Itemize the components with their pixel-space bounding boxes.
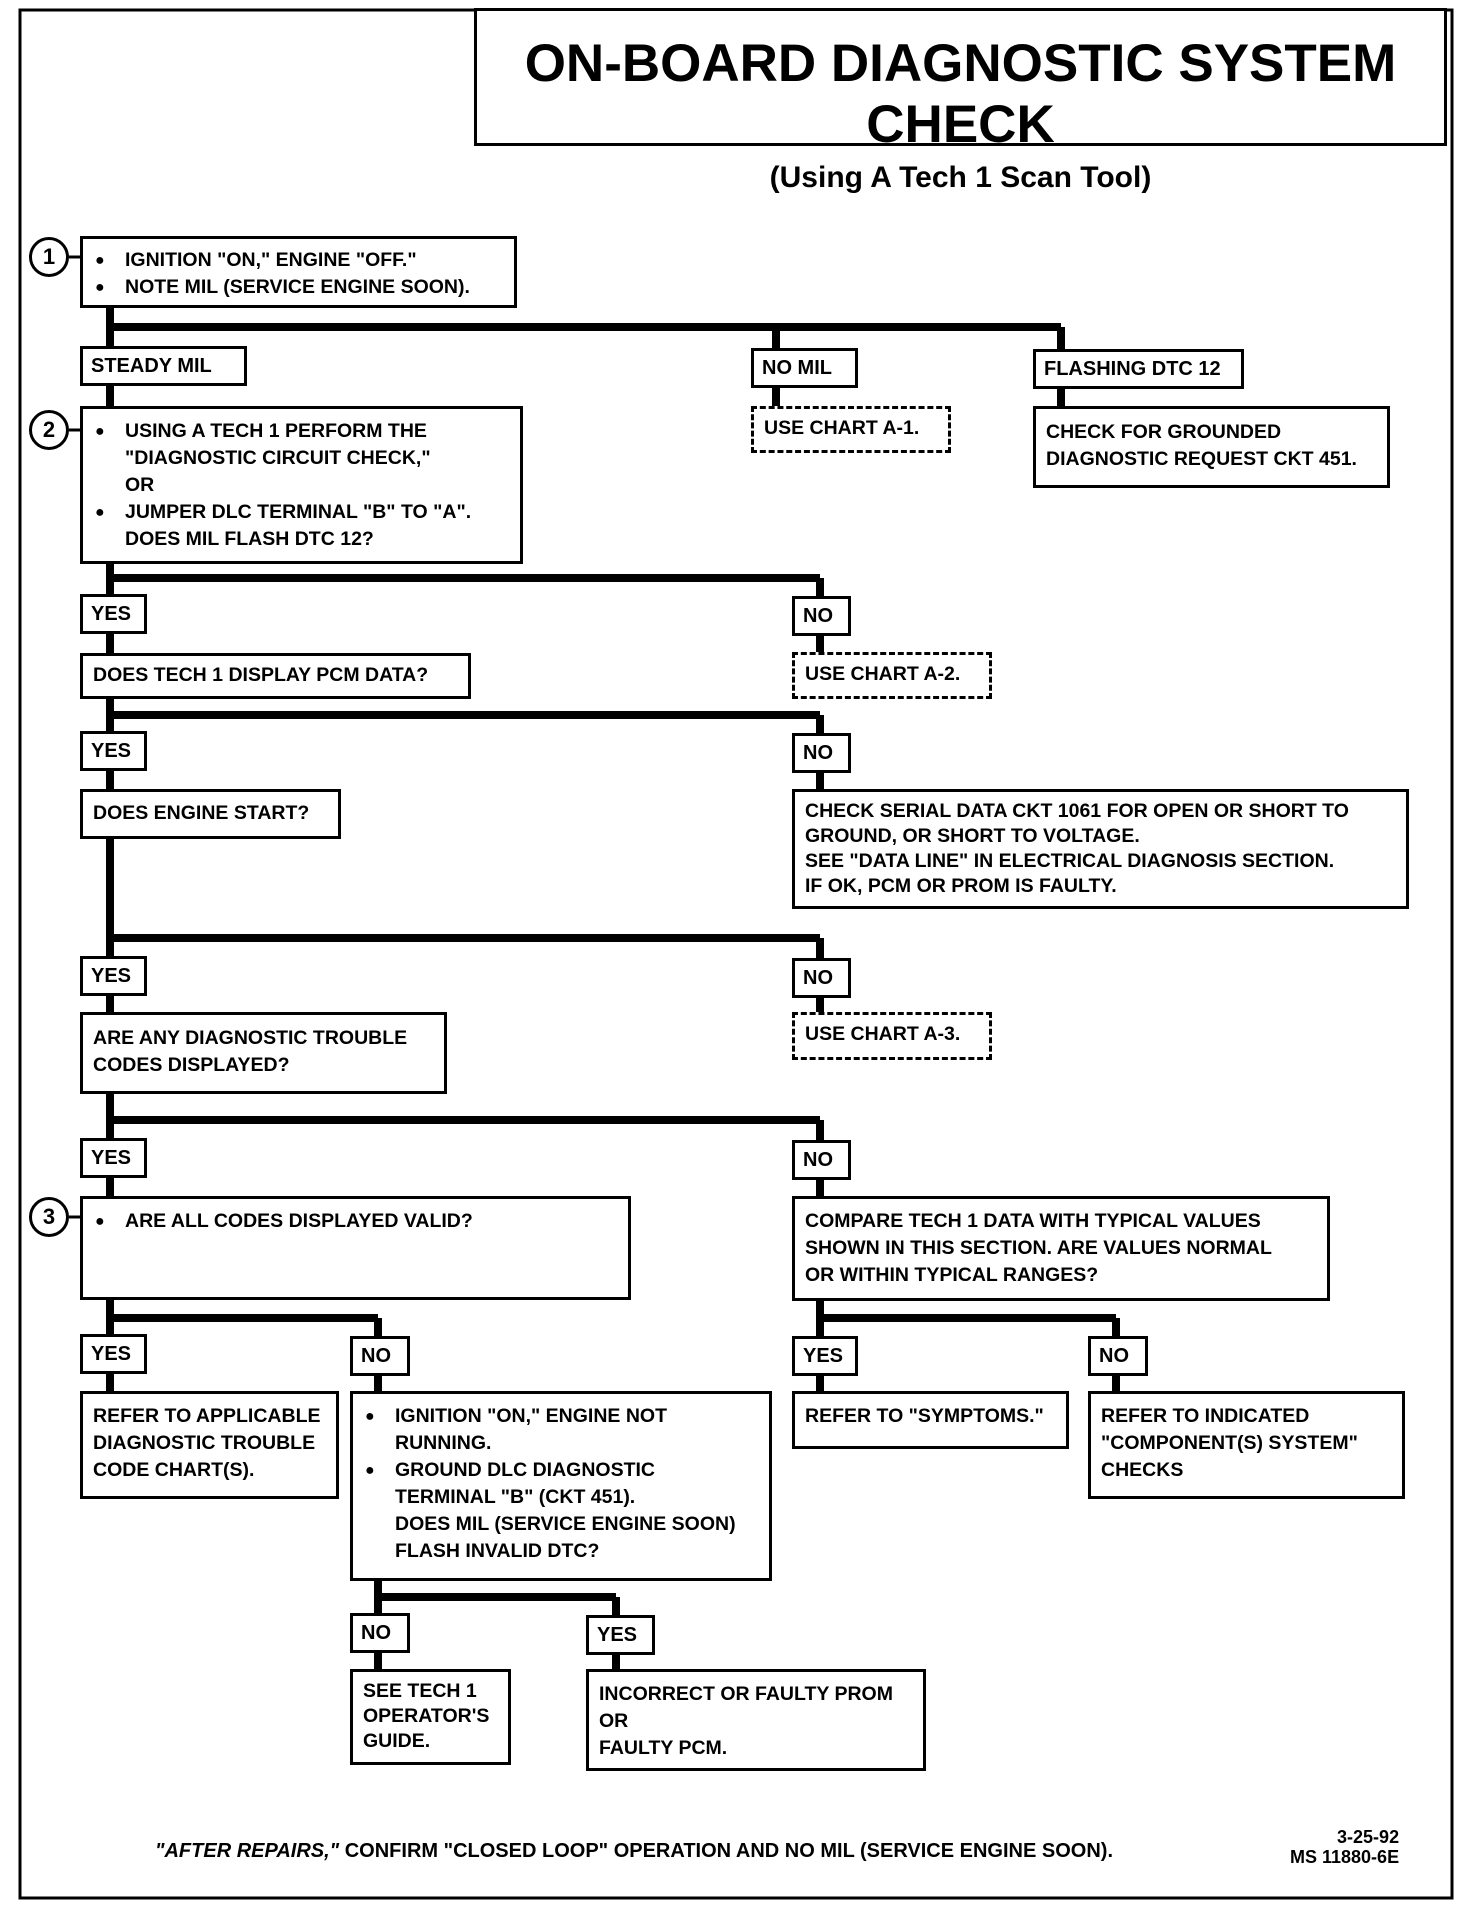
ground-dlc-line-6: FLASH INVALID DTC? bbox=[395, 1540, 600, 1562]
serial-line-4: IF OK, PCM OR PROM IS FAULTY. bbox=[805, 875, 1117, 897]
use-chart-a2-box: USE CHART A-2. bbox=[792, 652, 992, 699]
step-2-box: USING A TECH 1 PERFORM THE "DIAGNOSTIC C… bbox=[80, 406, 523, 564]
faulty-line-1: INCORRECT OR FAULTY PROM bbox=[599, 1683, 893, 1705]
label-no-codes-valid: NO bbox=[350, 1336, 410, 1376]
label-no-mil: NO MIL bbox=[751, 348, 858, 388]
step-3-line-1: ARE ALL CODES DISPLAYED VALID? bbox=[93, 1208, 618, 1235]
step-2-line-4: JUMPER DLC TERMINAL "B" TO "A". bbox=[93, 499, 510, 526]
label-no-mil-flash: NO bbox=[792, 596, 851, 636]
operator-line-2: OPERATOR'S bbox=[363, 1705, 490, 1727]
step-3-marker: 3 bbox=[29, 1197, 69, 1237]
label-no-invalid-dtc: NO bbox=[350, 1613, 410, 1653]
label-no-pcm-data: NO bbox=[792, 733, 851, 773]
page-subtitle: (Using A Tech 1 Scan Tool) bbox=[769, 161, 1152, 194]
faulty-prom-box: INCORRECT OR FAULTY PROM OR FAULTY PCM. bbox=[586, 1669, 926, 1771]
label-flashing-dtc-12: FLASHING DTC 12 bbox=[1033, 349, 1244, 389]
refer-dtc-line-2: DIAGNOSTIC TROUBLE bbox=[93, 1432, 316, 1454]
step-1-box: IGNITION "ON," ENGINE "OFF." NOTE MIL (S… bbox=[80, 236, 517, 308]
faulty-line-2: OR bbox=[599, 1710, 629, 1732]
step-2-line-5: DOES MIL FLASH DTC 12? bbox=[125, 528, 374, 550]
after-repairs-note: "AFTER REPAIRS," CONFIRM "CLOSED LOOP" O… bbox=[155, 1840, 1113, 1863]
ground-dlc-line-2: RUNNING. bbox=[395, 1432, 492, 1454]
label-yes-codes-valid: YES bbox=[80, 1334, 147, 1374]
refer-dtc-chart-box: REFER TO APPLICABLE DIAGNOSTIC TROUBLE C… bbox=[80, 1391, 339, 1499]
use-chart-a3-box: USE CHART A-3. bbox=[792, 1012, 992, 1060]
check-serial-data-box: CHECK SERIAL DATA CKT 1061 FOR OPEN OR S… bbox=[792, 789, 1409, 909]
label-no-values-normal: NO bbox=[1088, 1336, 1148, 1376]
refer-component-box: REFER TO INDICATED "COMPONENT(S) SYSTEM"… bbox=[1088, 1391, 1405, 1499]
use-chart-a1-box: USE CHART A-1. bbox=[751, 406, 951, 453]
label-yes-engine-start: YES bbox=[80, 956, 147, 996]
label-yes-mil-flash: YES bbox=[80, 594, 147, 634]
serial-line-2: GROUND, OR SHORT TO VOLTAGE. bbox=[805, 825, 1140, 847]
faulty-line-3: FAULTY PCM. bbox=[599, 1737, 728, 1759]
document-date: 3-25-92 bbox=[1337, 1827, 1400, 1847]
serial-line-1: CHECK SERIAL DATA CKT 1061 FOR OPEN OR S… bbox=[805, 800, 1349, 822]
dtc-displayed-line-2: CODES DISPLAYED? bbox=[93, 1054, 290, 1076]
label-yes-values-normal: YES bbox=[792, 1336, 858, 1376]
dtc-displayed-line-1: ARE ANY DIAGNOSTIC TROUBLE bbox=[93, 1027, 408, 1049]
label-no-dtc-displayed: NO bbox=[792, 1140, 851, 1180]
step-1-line-1: IGNITION "ON," ENGINE "OFF." bbox=[93, 247, 504, 274]
step-3-box: ARE ALL CODES DISPLAYED VALID? bbox=[80, 1196, 631, 1300]
label-yes-dtc-displayed: YES bbox=[80, 1138, 147, 1178]
label-yes-pcm-data: YES bbox=[80, 731, 147, 771]
ground-dlc-line-4: TERMINAL "B" (CKT 451). bbox=[395, 1486, 636, 1508]
refer-symptoms-box: REFER TO "SYMPTOMS." bbox=[792, 1391, 1069, 1449]
page-title: ON-BOARD DIAGNOSTIC SYSTEM CHECK bbox=[524, 34, 1397, 154]
step-2-marker: 2 bbox=[29, 410, 69, 450]
label-yes-invalid-dtc: YES bbox=[586, 1615, 655, 1655]
refer-dtc-line-3: CODE CHART(S). bbox=[93, 1459, 255, 1481]
step-2-line-1: USING A TECH 1 PERFORM THE bbox=[93, 418, 510, 445]
check-grounded-box: CHECK FOR GROUNDED DIAGNOSTIC REQUEST CK… bbox=[1033, 406, 1390, 488]
step-2-line-3: OR bbox=[125, 474, 155, 496]
document-number: MS 11880-6E bbox=[1290, 1847, 1400, 1867]
step-1-marker: 1 bbox=[29, 237, 69, 277]
step-1-line-2: NOTE MIL (SERVICE ENGINE SOON). bbox=[93, 274, 504, 301]
compare-line-1: COMPARE TECH 1 DATA WITH TYPICAL VALUES bbox=[805, 1210, 1261, 1232]
serial-line-3: SEE "DATA LINE" IN ELECTRICAL DIAGNOSIS … bbox=[805, 850, 1335, 872]
compare-line-2: SHOWN IN THIS SECTION. ARE VALUES NORMAL bbox=[805, 1237, 1272, 1259]
after-repairs-emphasis: "AFTER REPAIRS," bbox=[155, 1840, 340, 1862]
check-grounded-line-1: CHECK FOR GROUNDED bbox=[1046, 421, 1282, 443]
ground-dlc-line-5: DOES MIL (SERVICE ENGINE SOON) bbox=[395, 1513, 736, 1535]
check-grounded-line-2: DIAGNOSTIC REQUEST CKT 451. bbox=[1046, 448, 1357, 470]
operator-line-3: GUIDE. bbox=[363, 1730, 431, 1752]
ground-dlc-box: IGNITION "ON," ENGINE NOT RUNNING. GROUN… bbox=[350, 1391, 772, 1581]
operator-guide-box: SEE TECH 1 OPERATOR'S GUIDE. bbox=[350, 1669, 511, 1765]
component-line-2: "COMPONENT(S) SYSTEM" bbox=[1101, 1432, 1358, 1454]
title-block: ON-BOARD DIAGNOSTIC SYSTEM CHECK (Using … bbox=[474, 8, 1447, 194]
ground-dlc-line-3: GROUND DLC DIAGNOSTIC bbox=[363, 1457, 759, 1484]
component-line-1: REFER TO INDICATED bbox=[1101, 1405, 1310, 1427]
dtc-displayed-box: ARE ANY DIAGNOSTIC TROUBLE CODES DISPLAY… bbox=[80, 1012, 447, 1094]
component-line-3: CHECKS bbox=[1101, 1459, 1184, 1481]
compare-line-3: OR WITHIN TYPICAL RANGES? bbox=[805, 1264, 1099, 1286]
document-id: 3-25-92 MS 11880-6E bbox=[1290, 1827, 1399, 1867]
refer-dtc-line-1: REFER TO APPLICABLE bbox=[93, 1405, 321, 1427]
step-2-line-2: "DIAGNOSTIC CIRCUIT CHECK," bbox=[125, 447, 431, 469]
ground-dlc-line-1: IGNITION "ON," ENGINE NOT bbox=[363, 1403, 759, 1430]
label-steady-mil: STEADY MIL bbox=[80, 346, 247, 386]
after-repairs-text: CONFIRM "CLOSED LOOP" OPERATION AND NO M… bbox=[339, 1840, 1113, 1862]
operator-line-1: SEE TECH 1 bbox=[363, 1680, 477, 1702]
engine-start-box: DOES ENGINE START? bbox=[80, 789, 341, 839]
label-no-engine-start: NO bbox=[792, 958, 851, 998]
pcm-data-box: DOES TECH 1 DISPLAY PCM DATA? bbox=[80, 653, 471, 699]
compare-tech1-data-box: COMPARE TECH 1 DATA WITH TYPICAL VALUES … bbox=[792, 1196, 1330, 1301]
